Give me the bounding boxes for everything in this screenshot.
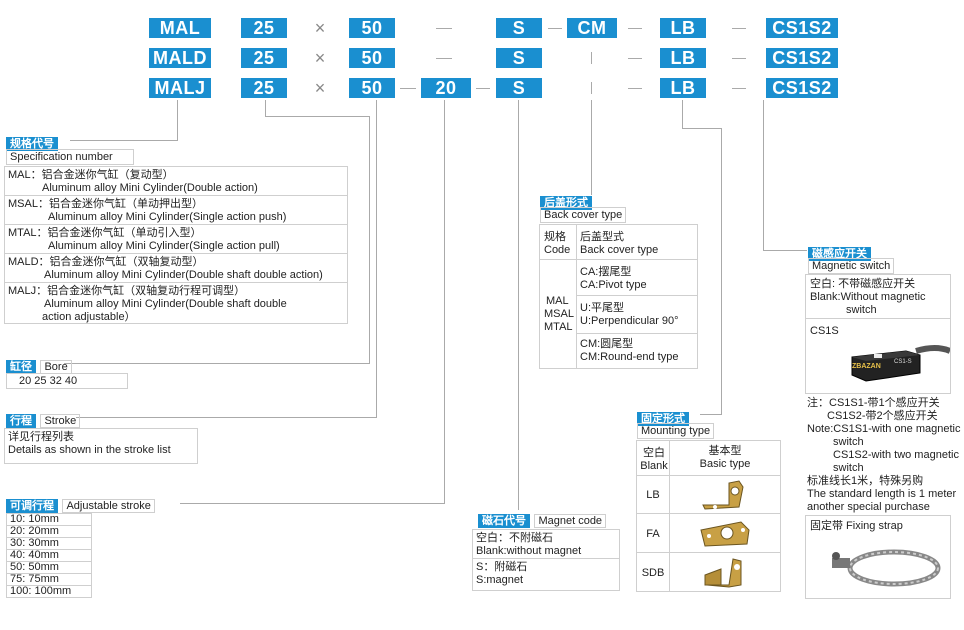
- strap-label: 固定带 Fixing strap: [810, 520, 903, 532]
- stroke-code: 50: [349, 78, 395, 98]
- mount-fa: FA: [646, 528, 660, 540]
- mount-title-en: Mounting type: [637, 423, 715, 439]
- list-item: 10: 10mm: [7, 514, 91, 526]
- switch-blank: 空白: 不带磁感应开关 Blank:Without magnetic switc…: [810, 278, 926, 316]
- list-item: 100: 100mm: [10, 585, 72, 597]
- switch-brand: ZBAZAN: [852, 363, 881, 370]
- stroke-code: 50: [349, 18, 395, 38]
- mount-section-title: 固定形式: [637, 409, 689, 427]
- magnetic-switch-icon: [851, 345, 950, 382]
- switch-title-en: Magnetic switch: [808, 258, 895, 274]
- list-item: 空白：不附磁石 Blank:without magnet: [473, 530, 619, 559]
- fa-flange-icon: [700, 521, 750, 547]
- mount-lb: LB: [646, 489, 660, 501]
- switch-part: CS1-S: [894, 359, 912, 365]
- magnet-title-cn: 磁石代号: [478, 514, 530, 528]
- switch-table: 空白: 不带磁感应开关 Blank:Without magnetic switc…: [805, 274, 951, 394]
- list-item: MTAL：铝合金迷你气缸（单动引入型） Aluminum alloy Mini …: [5, 225, 347, 254]
- mount-code: LB: [660, 78, 706, 98]
- magnet-title-en: Magnet code: [534, 514, 607, 528]
- times-sign: ×: [314, 78, 326, 98]
- sdb-bracket-icon: [704, 558, 742, 588]
- bore-code: 25: [241, 18, 287, 38]
- switch-code: CS1S2: [766, 48, 838, 68]
- stroke-note: 详见行程列表 Details as shown in the stroke li…: [4, 428, 198, 464]
- spec-title-en: Specification number: [6, 149, 134, 165]
- adj-title-en: Adjustable stroke: [62, 499, 155, 513]
- back-title-en: Back cover type: [540, 207, 627, 223]
- cover-code: CM: [567, 18, 617, 38]
- adj-list: 10: 10mm 20: 20mm 30: 30mm 40: 40mm 50: …: [6, 513, 92, 598]
- spec-title-cn: 规格代号: [6, 137, 58, 151]
- magnet-code: S: [496, 48, 542, 68]
- mount-code: LB: [660, 18, 706, 38]
- fixing-strap-icon: [832, 549, 941, 587]
- bore-code: 25: [241, 78, 287, 98]
- switch-notes: 注：CS1S1-带1个感应开关 CS1S2-带2个感应开关 Note:CS1S1…: [807, 397, 961, 513]
- mount-code: LB: [660, 48, 706, 68]
- back-section-title: 后盖形式: [540, 193, 592, 211]
- models-cell: MAL MSAL MTAL: [544, 295, 574, 333]
- list-item: MALJ：铝合金迷你气缸（双轴复动行程可调型） Aluminum alloy M…: [8, 285, 287, 323]
- magnet-code: S: [496, 18, 542, 38]
- list-item: 40: 40mm: [7, 550, 91, 562]
- times-sign: ×: [314, 18, 326, 38]
- list-item: MAL：铝合金迷你气缸（复动型） Aluminum alloy Mini Cyl…: [5, 167, 347, 196]
- bore-title-cn: 缸径: [6, 360, 36, 374]
- stroke-section-title: 行程 Stroke: [6, 411, 81, 429]
- bore-code: 25: [241, 48, 287, 68]
- bore-title-en: Bore: [40, 360, 72, 374]
- bore-section-title: 缸径 Bore: [6, 357, 72, 375]
- list-item: 50: 50mm: [7, 562, 91, 574]
- magnet-list: 空白：不附磁石 Blank:without magnet S：附磁石 S:mag…: [472, 529, 620, 591]
- switch-section-title: 磁感应开关: [808, 244, 871, 262]
- adj-section-title: 可调行程 Adjustable stroke: [6, 496, 155, 514]
- spec-list: MAL：铝合金迷你气缸（复动型） Aluminum alloy Mini Cyl…: [4, 166, 348, 324]
- model-code: MAL: [149, 18, 211, 38]
- switch-code: CS1S2: [766, 78, 838, 98]
- bore-values: 20 25 32 40: [6, 373, 128, 389]
- list-item: S：附磁石 S:magnet: [476, 561, 528, 586]
- lb-bracket-icon: [702, 480, 744, 510]
- stroke-title-en: Stroke: [40, 414, 81, 428]
- fixing-strap-box: 固定带 Fixing strap: [805, 515, 951, 599]
- back-title-cn: 后盖形式: [540, 196, 592, 210]
- list-item: 30: 30mm: [7, 538, 91, 550]
- stroke-code: 50: [349, 48, 395, 68]
- mount-sdb: SDB: [641, 567, 665, 579]
- list-item: 75: 75mm: [7, 574, 91, 586]
- switch-title-cn: 磁感应开关: [808, 247, 871, 261]
- spec-section-title: 规格代号: [6, 134, 58, 152]
- switch-cs1s: CS1S: [810, 325, 839, 337]
- list-item: MALD：铝合金迷你气缸（双轴复动型） Aluminum alloy Mini …: [5, 254, 347, 283]
- magnet-section-title: 磁石代号 Magnet code: [478, 511, 607, 529]
- times-sign: ×: [314, 48, 326, 68]
- adjustable-code: 20: [421, 78, 471, 98]
- mount-title-cn: 固定形式: [637, 412, 689, 426]
- stroke-title-cn: 行程: [6, 414, 36, 428]
- magnet-code: S: [496, 78, 542, 98]
- list-item: MSAL：铝合金迷你气缸（单动押出型） Aluminum alloy Mini …: [5, 196, 347, 225]
- switch-code: CS1S2: [766, 18, 838, 38]
- list-item: 20: 20mm: [7, 526, 91, 538]
- model-code: MALD: [149, 48, 211, 68]
- adj-title-cn: 可调行程: [6, 499, 58, 513]
- model-code: MALJ: [149, 78, 211, 98]
